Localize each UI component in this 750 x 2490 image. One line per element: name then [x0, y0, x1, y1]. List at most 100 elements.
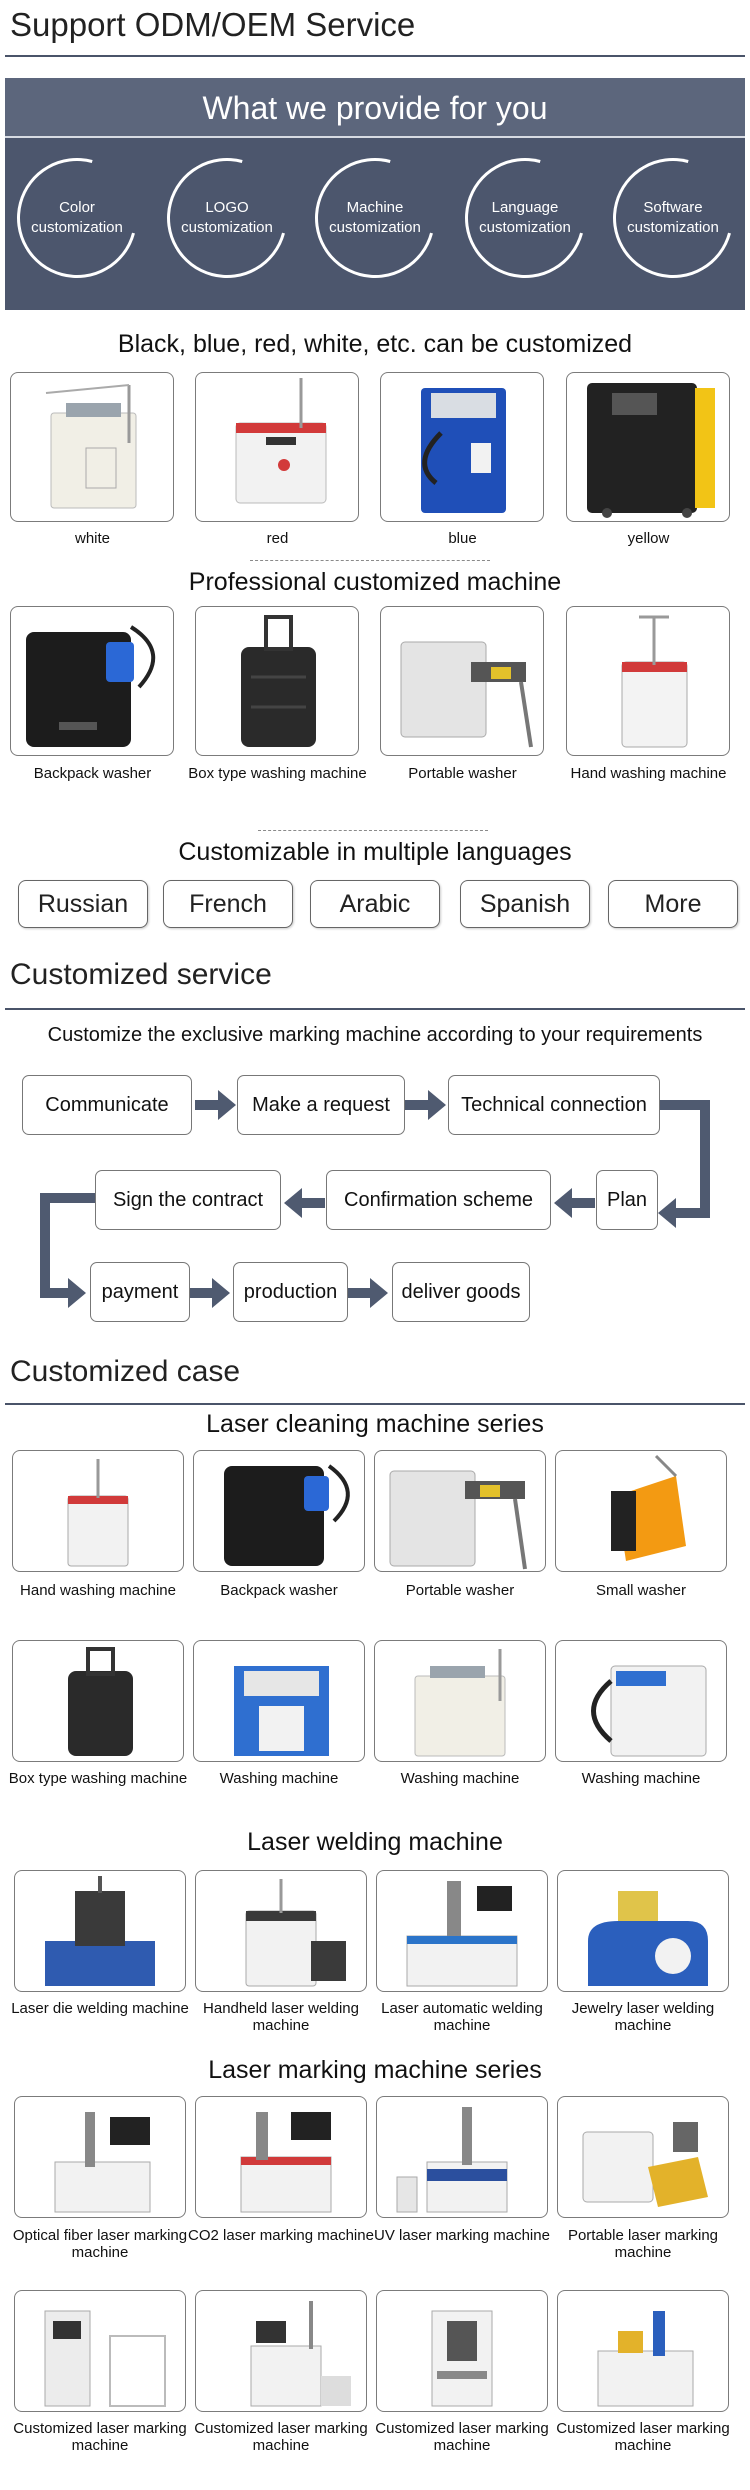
- backpack-image: [224, 1464, 350, 1566]
- mark-label-custom: Customized laser marking machine: [556, 2420, 730, 2454]
- weld-card-jewelry: [557, 1870, 729, 1992]
- pro-card-backpack: [10, 606, 174, 756]
- flow-step-confirmation: Confirmation scheme: [326, 1170, 551, 1230]
- white-machine-image: [45, 384, 137, 509]
- portable-washer-image: [400, 641, 533, 748]
- mark-label-custom: Customized laser marking machine: [194, 2420, 368, 2454]
- service-title: Customized service: [10, 958, 272, 991]
- marking-title: Laser marking machine series: [208, 2056, 542, 2084]
- portable-image: [389, 1470, 527, 1570]
- service-divider: [5, 1008, 745, 1010]
- banner-title: What we provide for you: [5, 78, 745, 138]
- flow-step-communicate: Communicate: [22, 1075, 192, 1135]
- case-label-washing: Washing machine: [219, 1770, 339, 1787]
- hand-washer-image: [621, 615, 688, 748]
- lang-button-arabic[interactable]: Arabic: [310, 880, 440, 928]
- box-washing-image: [68, 1647, 133, 1756]
- washing-machine-image: [234, 1666, 329, 1756]
- color-label-yellow: yellow: [627, 530, 670, 547]
- service-subtitle: Customize the exclusive marking machine …: [47, 1024, 703, 1046]
- mark-label-fiber: Optical fiber laser marking machine: [12, 2227, 188, 2261]
- portable-marking-image: [582, 2122, 708, 2207]
- case-card-hand-washing: [12, 1450, 184, 1572]
- uv-marking-image: [396, 2107, 508, 2213]
- banner-item-label: Color customization: [31, 199, 123, 236]
- color-label-blue: blue: [448, 530, 477, 547]
- mark-label-uv: UV laser marking machine: [374, 2227, 550, 2244]
- languages-title: Customizable in multiple languages: [178, 838, 572, 866]
- custom-marking-image: [250, 2301, 351, 2407]
- banner-items: Color customization LOGO customization M…: [0, 136, 750, 310]
- banner-item-logo: LOGO customization: [145, 136, 309, 300]
- weld-label-handheld: Handheld laser welding machine: [203, 2000, 359, 2034]
- case-label-washing: Washing machine: [581, 1770, 701, 1787]
- flow-step-technical: Technical connection: [448, 1075, 660, 1135]
- banner-item-language: Language customization: [443, 136, 607, 300]
- banner-item-software: Software customization: [591, 136, 750, 300]
- lang-button-russian[interactable]: Russian: [18, 880, 148, 928]
- flow-step-request: Make a request: [237, 1075, 405, 1135]
- case-divider: [5, 1403, 745, 1405]
- banner-item-label: Language customization: [479, 199, 571, 236]
- mark-card-custom-1: [14, 2290, 186, 2412]
- dashed-divider: [258, 830, 488, 831]
- small-washer-image: [611, 1454, 686, 1561]
- mark-card-uv: [376, 2096, 548, 2218]
- mark-card-co2: [195, 2096, 367, 2218]
- weld-label-die: Laser die welding machine: [11, 2000, 189, 2017]
- weld-card-die: [14, 1870, 186, 1992]
- title-divider: [5, 55, 745, 57]
- mark-label-portable: Portable laser marking machine: [567, 2227, 719, 2261]
- case-title: Customized case: [10, 1355, 241, 1388]
- colors-title: Black, blue, red, white, etc. can be cus…: [117, 330, 633, 358]
- pro-label-backpack: Backpack washer: [33, 765, 152, 782]
- weld-card-automatic: [376, 1870, 548, 1992]
- custom-marking-image: [431, 2310, 493, 2407]
- cleaning-title: Laser cleaning machine series: [206, 1410, 544, 1438]
- case-card-washing-3: [555, 1640, 727, 1762]
- page-title: Support ODM/OEM Service: [10, 6, 416, 43]
- fiber-marking-image: [54, 2112, 151, 2213]
- automatic-welding-image: [406, 1881, 518, 1987]
- case-label-small: Small washer: [595, 1582, 687, 1599]
- co2-marking-image: [240, 2112, 332, 2213]
- washing-machine-image: [591, 1665, 707, 1757]
- handheld-welding-image: [245, 1879, 346, 1987]
- custom-marking-image: [44, 2310, 166, 2407]
- yellow-machine-image: [587, 383, 715, 518]
- flow-step-payment: payment: [90, 1262, 190, 1322]
- lang-button-more[interactable]: More: [608, 880, 738, 928]
- custom-marking-image: [597, 2311, 694, 2407]
- banner-item-machine: Machine customization: [293, 136, 457, 300]
- machine-card-red: [195, 372, 359, 522]
- dashed-divider: [250, 560, 490, 561]
- flow-arrows: [40, 1090, 710, 1308]
- case-label-backpack: Backpack washer: [220, 1582, 338, 1599]
- service-banner: What we provide for you Color customizat…: [0, 78, 750, 310]
- box-washer-image: [241, 615, 316, 747]
- case-label-portable: Portable washer: [405, 1582, 515, 1599]
- mark-label-custom: Customized laser marking machine: [375, 2420, 549, 2454]
- flow-step-plan: Plan: [596, 1170, 658, 1230]
- mark-label-co2: CO2 laser marking machine: [188, 2227, 374, 2244]
- lang-button-french[interactable]: French: [163, 880, 293, 928]
- machine-card-yellow: [566, 372, 730, 522]
- professional-title: Professional customized machine: [188, 568, 562, 596]
- pro-card-hand: [566, 606, 730, 756]
- jewelry-welding-image: [588, 1891, 708, 1986]
- flow-step-contract: Sign the contract: [95, 1170, 281, 1230]
- banner-item-label: Machine customization: [329, 199, 421, 236]
- red-machine-image: [235, 378, 327, 504]
- pro-label-box: Box type washing machine: [188, 765, 367, 782]
- banner-item-label: LOGO customization: [181, 199, 273, 236]
- weld-card-handheld: [195, 1870, 367, 1992]
- case-card-washing-2: [374, 1640, 546, 1762]
- pro-card-box: [195, 606, 359, 756]
- banner-item-label: Software customization: [627, 199, 719, 236]
- case-label-washing: Washing machine: [400, 1770, 520, 1787]
- color-label-white: white: [74, 530, 111, 547]
- hand-washing-image: [67, 1459, 129, 1567]
- lang-button-spanish[interactable]: Spanish: [460, 880, 590, 928]
- blue-machine-image: [421, 388, 506, 513]
